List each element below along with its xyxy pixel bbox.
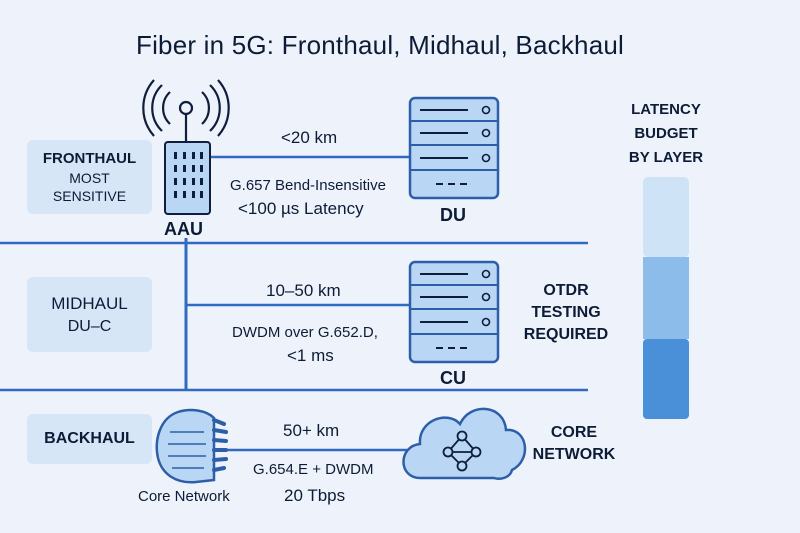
- layer-name-midhaul: MIDHAUL: [51, 293, 128, 313]
- core-cloud-icon: [402, 407, 527, 480]
- core-network-icon: [155, 408, 228, 484]
- layer-box-midhaul: MIDHAUL DU–C: [27, 277, 152, 352]
- core-network-title: CORE NETWORK: [528, 422, 620, 466]
- aau-antenna-icon: [142, 79, 230, 215]
- layer-name-backhaul: BACKHAUL: [44, 430, 135, 447]
- latency-budget-line-3: BY LAYER: [628, 149, 704, 166]
- latency-segment-backhaul: [643, 339, 689, 419]
- latency-segment-fronthaul: [643, 177, 689, 257]
- backhaul-capacity: 20 Tbps: [284, 486, 346, 505]
- otdr-note-line-3: REQUIRED: [523, 326, 609, 343]
- cu-server-icon: [408, 260, 500, 364]
- otdr-note-line-1: OTDR: [543, 282, 589, 299]
- midhaul-distance: 10–50 km: [266, 281, 341, 300]
- midhaul-fiber: DWDM over G.652.D,: [232, 324, 378, 341]
- layer-box-backhaul: BACKHAUL: [27, 414, 152, 464]
- latency-budget-line-2: BUDGET: [634, 125, 698, 142]
- layer-sub-fronthaul-1: MOST: [69, 170, 110, 186]
- latency-budget-bar: [643, 177, 689, 419]
- layer-sub-midhaul-1: DU–C: [67, 317, 112, 335]
- latency-segment-midhaul: [643, 257, 689, 339]
- layer-name-fronthaul: FRONTHAUL: [42, 150, 137, 167]
- fronthaul-fiber: G.657 Bend-Insensitive: [230, 177, 386, 194]
- layer-sub-fronthaul-2: SENSITIVE: [52, 188, 127, 204]
- layer-box-fronthaul: FRONTHAUL MOST SENSITIVE: [27, 140, 152, 214]
- latency-budget-title: LATENCY BUDGET BY LAYER: [612, 98, 720, 170]
- midhaul-latency: <1 ms: [287, 346, 334, 365]
- otdr-note-line-2: TESTING: [531, 304, 601, 321]
- core-network-title-line-2: NETWORK: [532, 446, 616, 463]
- core-network-title-line-1: CORE: [550, 424, 598, 441]
- aau-label: AAU: [164, 219, 203, 239]
- latency-budget-line-1: LATENCY: [631, 101, 701, 118]
- du-server-icon: [408, 96, 500, 200]
- otdr-note: OTDR TESTING REQUIRED: [510, 280, 622, 346]
- core-network-label: Core Network: [138, 488, 230, 505]
- page-title: Fiber in 5G: Fronthaul, Midhaul, Backhau…: [136, 30, 624, 60]
- cu-label: CU: [440, 368, 466, 388]
- backhaul-fiber: G.654.E + DWDM: [253, 461, 374, 478]
- fronthaul-latency: <100 µs Latency: [238, 199, 364, 218]
- fronthaul-distance: <20 km: [281, 128, 338, 147]
- backhaul-distance: 50+ km: [283, 421, 340, 440]
- du-label: DU: [440, 205, 466, 225]
